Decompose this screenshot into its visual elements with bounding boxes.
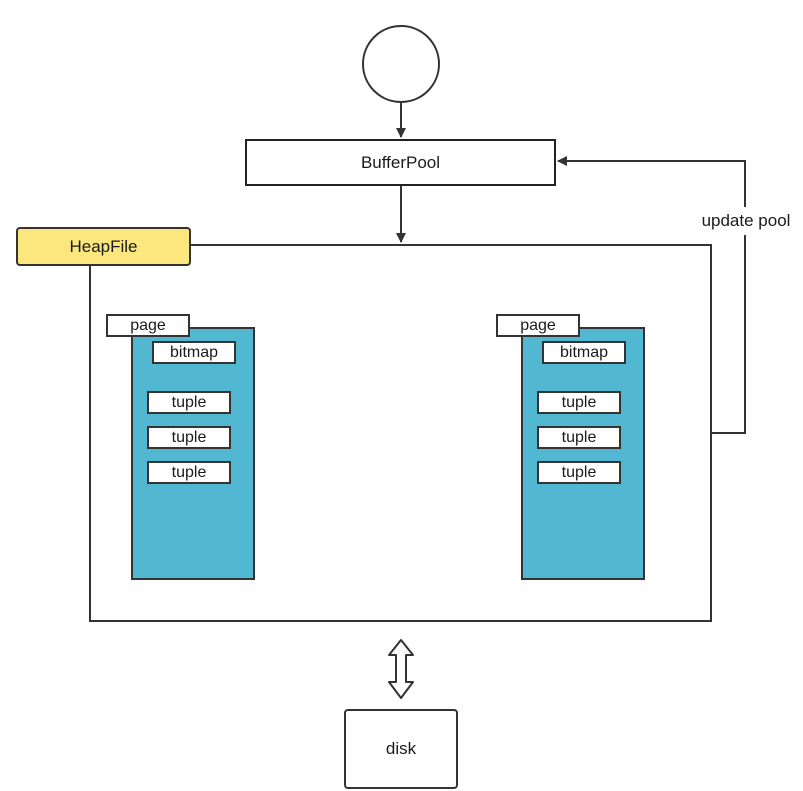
tuple-box-left-3: tuple [147,461,231,484]
tuple-box-left-2: tuple [147,426,231,449]
disk-label: disk [385,739,417,758]
page-column-left [131,327,255,580]
tuple-box-right-1: tuple [537,391,621,414]
page-tab-right: page [496,314,580,337]
heapfile-label: HeapFile [69,236,138,256]
heapfile-disk-double-arrow [388,639,414,699]
start-node-circle [362,25,440,103]
heapfile-label-box: HeapFile [16,227,191,266]
update-pool-arrow [557,156,746,434]
page-tab-left: page [106,314,190,337]
bitmap-box-right: bitmap [542,341,626,364]
page-column-right [521,327,645,580]
update-pool-label: update pool [691,207,801,235]
tuple-box-right-3: tuple [537,461,621,484]
bufferpool-box: BufferPool [245,139,556,186]
heapfile-container [89,244,712,622]
tuple-box-left-1: tuple [147,391,231,414]
bufferpool-label: BufferPool [360,152,441,172]
disk-box: disk [344,709,458,789]
bitmap-box-left: bitmap [152,341,236,364]
tuple-box-right-2: tuple [537,426,621,449]
